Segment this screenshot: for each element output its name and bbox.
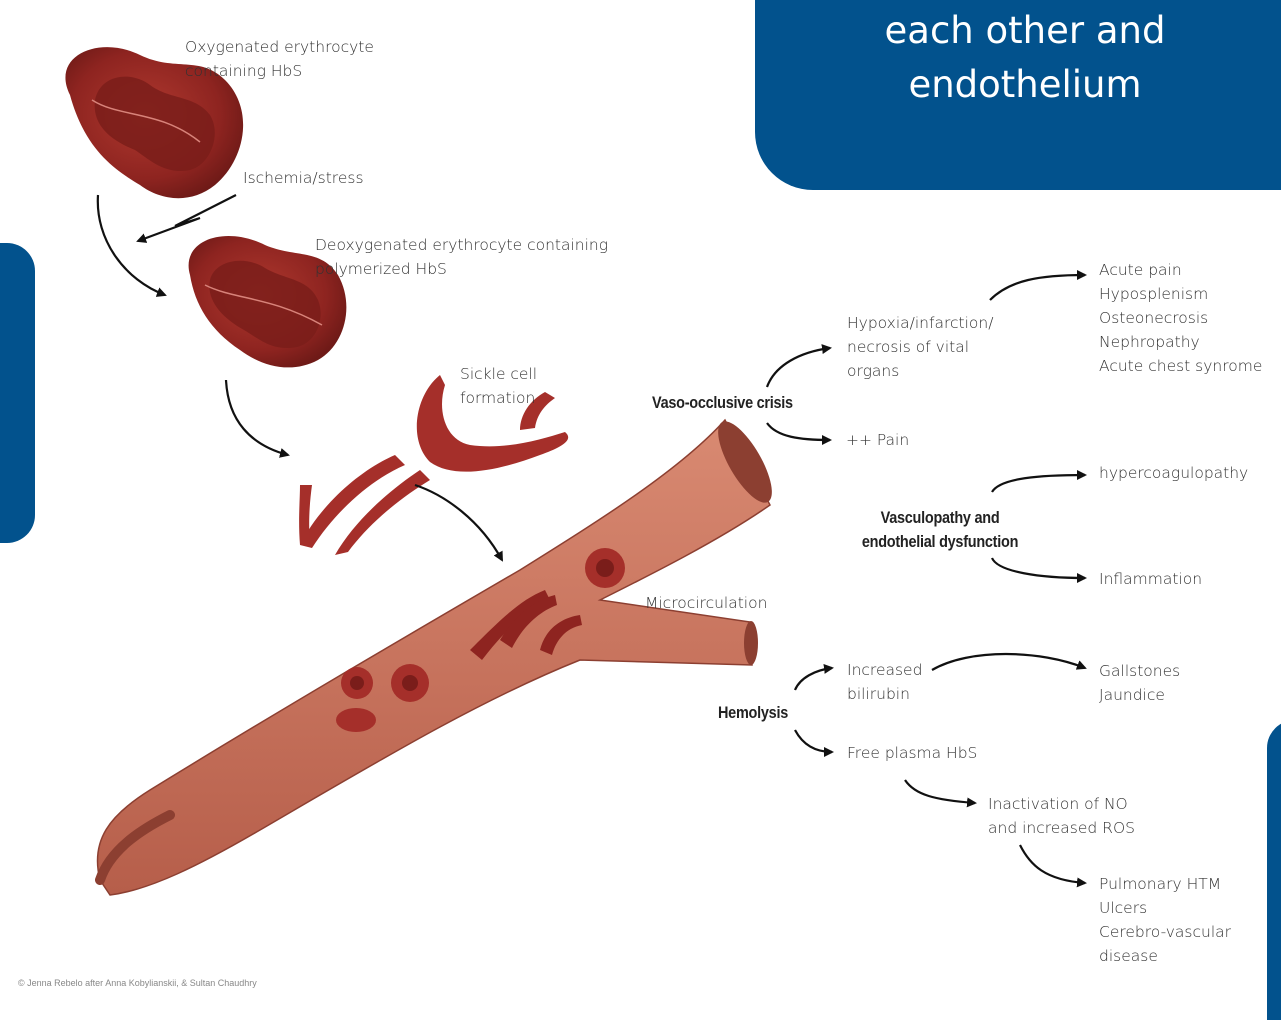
- vaso-occlusive-heading: Vaso-occlusive crisis: [652, 391, 793, 415]
- ischemia-label: Ischemia/stress: [243, 166, 364, 190]
- hemolysis-heading: Hemolysis: [718, 701, 788, 725]
- bilirubin-outcomes: Gallstones Jaundice: [1099, 659, 1180, 707]
- inflammation-label: Inflammation: [1099, 567, 1202, 591]
- blood-vessel: [97, 414, 781, 895]
- sickle-label: Sickle cell formation: [460, 362, 537, 410]
- bilirubin-label: Increased bilirubin: [847, 658, 922, 706]
- vasculopathy-heading: Vasculopathy and endothelial dysfunction: [838, 506, 1042, 554]
- pain-label: ++ Pain: [846, 428, 909, 452]
- hypercoagulopathy-label: hypercoagulopathy: [1099, 461, 1248, 485]
- deoxygenated-label: Deoxygenated erythrocyte containing poly…: [315, 233, 608, 281]
- microcirculation-label: Microcirculation: [645, 591, 767, 615]
- no-ros-label: Inactivation of NO and increased ROS: [988, 792, 1135, 840]
- free-hbs-label: Free plasma HbS: [847, 741, 977, 765]
- diagram-illustration: [0, 0, 1281, 994]
- hemolysis-final-outcomes: Pulmonary HTM Ulcers Cerebro-vascular di…: [1099, 872, 1231, 968]
- hypoxia-label: Hypoxia/infarction/ necrosis of vital or…: [847, 311, 993, 383]
- image-credit: © Jenna Rebelo after Anna Kobylianskii, …: [18, 978, 257, 988]
- oxygenated-label: Oxygenated erythrocyte containing HbS: [185, 35, 374, 83]
- vaso-outcomes-list: Acute pain Hyposplenism Osteonecrosis Ne…: [1099, 258, 1262, 378]
